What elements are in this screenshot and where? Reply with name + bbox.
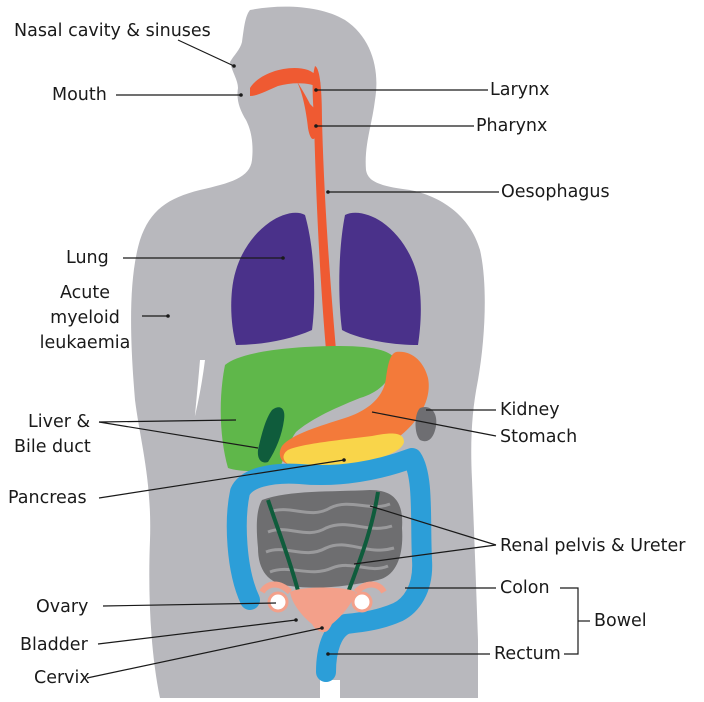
label-pharynx: Pharynx bbox=[476, 115, 547, 137]
label-bladder: Bladder bbox=[20, 634, 88, 656]
label-stomach: Stomach bbox=[500, 426, 577, 448]
label-lung: Lung bbox=[66, 247, 109, 269]
label-liver-line1: Liver & bbox=[28, 411, 90, 433]
label-ovary: Ovary bbox=[36, 596, 88, 618]
left-ovary bbox=[269, 593, 287, 611]
label-larynx: Larynx bbox=[490, 79, 549, 101]
label-aml-line1: Acute bbox=[30, 282, 140, 304]
label-oesophagus: Oesophagus bbox=[501, 181, 610, 203]
label-liver-line2: Bile duct bbox=[14, 436, 91, 458]
label-mouth: Mouth bbox=[52, 84, 107, 106]
label-cervix: Cervix bbox=[34, 667, 90, 689]
label-kidney: Kidney bbox=[500, 399, 560, 421]
right-ovary bbox=[353, 593, 371, 611]
label-nasal-cavity: Nasal cavity & sinuses bbox=[14, 20, 211, 42]
label-rectum: Rectum bbox=[494, 643, 561, 665]
label-aml-line3: leukaemia bbox=[30, 332, 140, 354]
label-renal-pelvis-ureter: Renal pelvis & Ureter bbox=[500, 535, 685, 557]
label-colon: Colon bbox=[500, 577, 550, 599]
label-pancreas: Pancreas bbox=[8, 487, 87, 509]
label-bowel: Bowel bbox=[594, 610, 647, 632]
label-aml-line2: myeloid bbox=[30, 307, 140, 329]
small-intestine-shape bbox=[257, 490, 402, 588]
